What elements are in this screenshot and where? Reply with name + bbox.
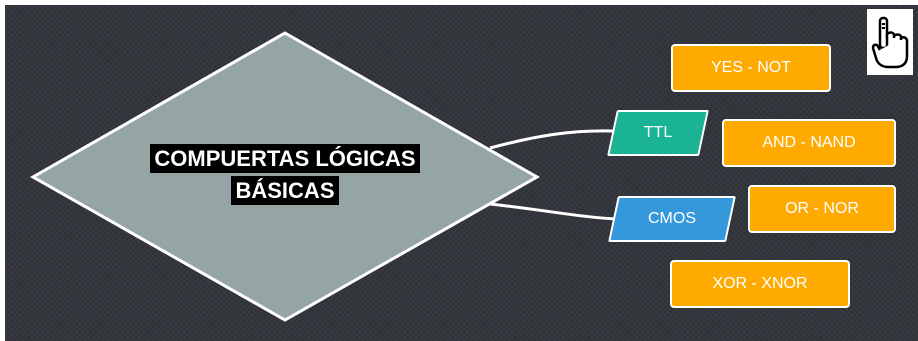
- gate-or-nor[interactable]: OR - NOR: [748, 185, 896, 233]
- hand-pointer-icon[interactable]: [867, 9, 913, 75]
- branch-cmos[interactable]: CMOS: [608, 196, 736, 242]
- gate-yes-not[interactable]: YES - NOT: [671, 44, 831, 92]
- branch-ttl-label: TTL: [643, 124, 673, 141]
- gate-label: AND - NAND: [762, 134, 856, 151]
- hand-pointer-glyph: [871, 16, 909, 69]
- gate-label: YES - NOT: [710, 59, 791, 76]
- gate-label: OR - NOR: [785, 200, 859, 217]
- branch-ttl[interactable]: TTL: [607, 110, 709, 156]
- connector-ttl: [489, 129, 614, 150]
- gate-label: XOR - XNOR: [712, 275, 808, 292]
- main-topic-line-2: BÁSICAS: [231, 176, 339, 205]
- connector-cmos: [489, 202, 620, 221]
- gate-and-nand[interactable]: AND - NAND: [722, 119, 896, 167]
- branch-cmos-label: CMOS: [648, 210, 696, 227]
- gate-xor-xnor[interactable]: XOR - XNOR: [670, 260, 850, 308]
- main-topic-title: COMPUERTAS LÓGICAS BÁSICAS: [115, 143, 455, 207]
- main-topic-line-1: COMPUERTAS LÓGICAS: [150, 144, 420, 173]
